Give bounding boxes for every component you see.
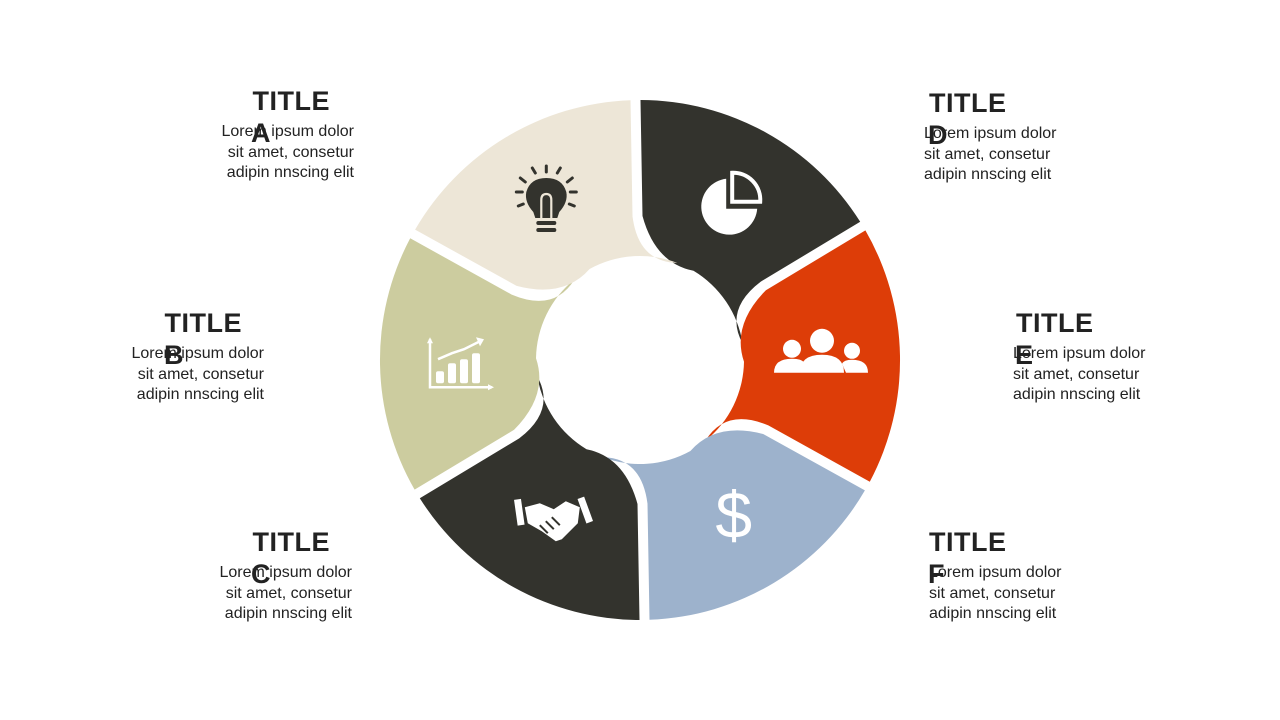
item-c-line1: Lorem ipsum dolor	[219, 564, 353, 581]
item-f-letter: F	[928, 559, 945, 589]
item-b-letter: B	[164, 340, 184, 370]
item-c-line3: adipin nnscing elit	[224, 605, 352, 622]
item-b-line1: Lorem ipsum dolor	[131, 345, 265, 362]
item-f-text: Lorem ipsum dolor sit amet, consetur adi…	[929, 563, 1139, 625]
item-c-title: TITLE	[252, 527, 330, 557]
item-a-line2: sit amet, consetur	[227, 143, 354, 161]
segment-f	[419, 376, 640, 620]
item-b: TITLE Lorem ipsum dolor sit amet, conset…	[60, 308, 265, 406]
item-e: TITLE Lorem ipsum dolor sit amet, conset…	[1013, 310, 1223, 406]
item-b-line3: adipin nnscing elit	[136, 386, 264, 403]
icons-layer: $	[427, 164, 868, 552]
handshake-icon	[514, 496, 594, 542]
item-e-line1: Lorem ipsum dolor	[1013, 345, 1146, 362]
growth-chart-icon	[427, 337, 494, 391]
item-b-text: Lorem ipsum dolor sit amet, consetur adi…	[60, 344, 265, 406]
item-a-line3: adipin nnscing elit	[226, 164, 354, 181]
item-e-text: Lorem ipsum dolor sit amet, consetur adi…	[1013, 344, 1223, 406]
item-c-letter: C	[251, 559, 271, 589]
team-icon	[774, 328, 868, 373]
item-d-text: Lorem ipsum dolor sit amet, consetur adi…	[924, 124, 1134, 186]
dollar-icon: $	[715, 478, 752, 552]
item-b-title: TITLE	[164, 308, 242, 338]
item-b-line2: sit amet, consetur	[137, 365, 264, 383]
item-f-line2: sit amet, consetur	[929, 584, 1056, 602]
item-d-line3: adipin nnscing elit	[924, 166, 1052, 183]
item-d-letter: D	[928, 120, 948, 150]
item-e-line2: sit amet, consetur	[1013, 365, 1140, 383]
item-a: TITLE Lorem ipsum dolor sit amet, conset…	[150, 86, 355, 184]
item-a-text: Lorem ipsum dolor sit amet, consetur adi…	[150, 122, 355, 184]
item-e-title: TITLE	[1016, 308, 1094, 338]
item-c-text: Lorem ipsum dolor sit amet, consetur adi…	[148, 563, 353, 625]
item-f-line3: adipin nnscing elit	[929, 605, 1057, 622]
item-c: TITLE Lorem ipsum dolor sit amet, conset…	[148, 527, 353, 625]
item-e-line3: adipin nnscing elit	[1013, 386, 1141, 403]
segment-d	[705, 230, 901, 482]
pie-chart-icon	[701, 170, 763, 235]
segment-e	[602, 430, 865, 620]
lightbulb-icon	[514, 164, 578, 232]
item-d-title: TITLE	[929, 88, 1007, 118]
item-a-letter: A	[251, 118, 271, 148]
item-f: TITLE Lorem ipsum dolor sit amet, conset…	[929, 529, 1139, 625]
item-f-line1: Lorem ipsum dolor	[929, 564, 1062, 581]
item-d-line2: sit amet, consetur	[924, 145, 1051, 163]
item-c-line2: sit amet, consetur	[225, 584, 352, 602]
item-d: TITLE Lorem ipsum dolor sit amet, conset…	[924, 90, 1134, 186]
item-a-title: TITLE	[252, 86, 330, 116]
item-d-line1: Lorem ipsum dolor	[924, 125, 1057, 142]
svg-text:$: $	[715, 478, 752, 552]
item-a-line1: Lorem ipsum dolor	[221, 123, 355, 140]
item-f-title: TITLE	[929, 527, 1007, 557]
item-e-letter: E	[1015, 340, 1034, 370]
